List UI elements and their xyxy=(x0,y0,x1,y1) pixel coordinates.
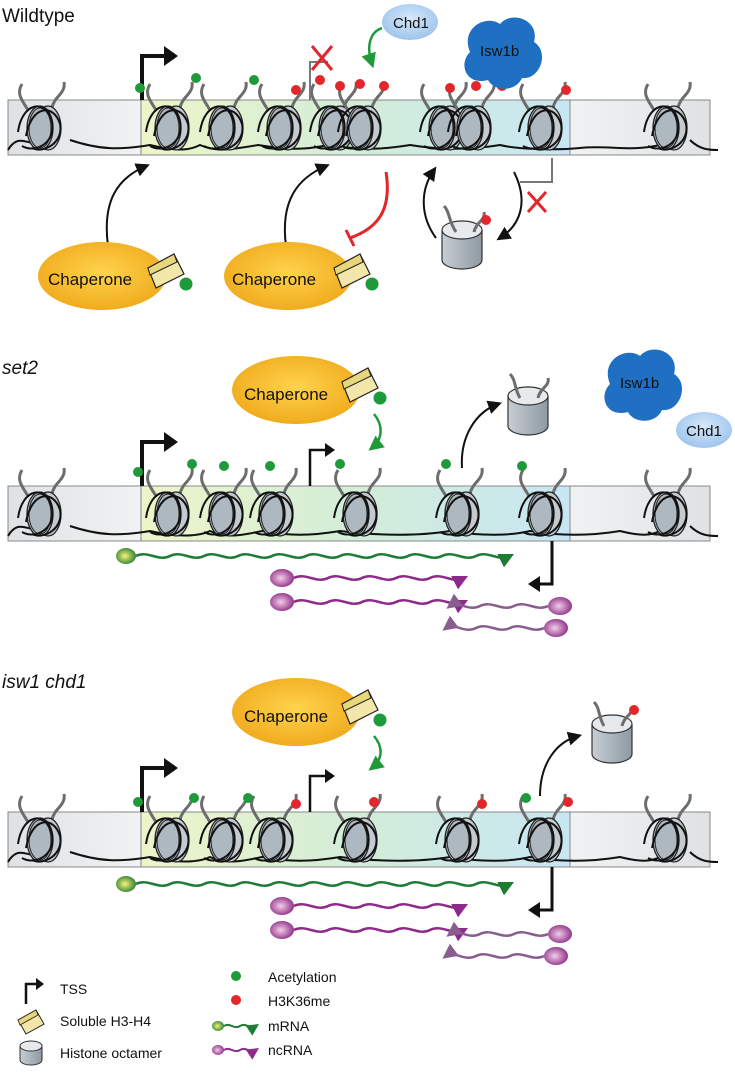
antisense-tss-arrow xyxy=(536,541,554,586)
svg-text:Chaperone: Chaperone xyxy=(48,270,132,289)
blocked-tss xyxy=(309,45,334,100)
return-arrow xyxy=(496,171,523,241)
acetylation-marks xyxy=(135,73,259,93)
svg-text:Isw1b: Isw1b xyxy=(620,375,659,392)
legend-label-h3k36me: H3K36me xyxy=(268,993,330,1009)
legend: TSS Soluble H3-H4 Histone octamer Acetyl… xyxy=(17,969,336,1066)
chd1-action-arrow xyxy=(361,26,383,69)
gene-region-right xyxy=(569,811,711,868)
isw1b-enzyme: Isw1b xyxy=(604,349,683,421)
ncrna-transcript xyxy=(270,593,469,614)
antisense-ncrna xyxy=(446,593,572,615)
soluble-h3-h4-icon xyxy=(17,1009,45,1035)
deposition-arrow xyxy=(105,163,150,247)
acetylation-marks xyxy=(133,793,531,807)
panel-title-wildtype: Wildtype xyxy=(2,6,75,27)
chd1-enzyme: Chd1 xyxy=(382,4,438,40)
h3k36me-marks xyxy=(291,797,573,809)
panel-title-set2: set2 xyxy=(2,358,38,379)
histone-octamer xyxy=(441,204,491,270)
legend-label-ncrna: ncRNA xyxy=(268,1042,313,1058)
acetylation-icon xyxy=(231,971,241,981)
legend-label-mrna: mRNA xyxy=(268,1018,310,1034)
deposition-arrow xyxy=(368,413,385,451)
ncrna-icon xyxy=(212,1045,259,1060)
blocked-path xyxy=(520,158,553,183)
ncrna-transcript xyxy=(270,921,469,942)
inhibition-arrow xyxy=(349,171,389,240)
eviction-arrow xyxy=(539,731,583,797)
chd1-enzyme: Chd1 xyxy=(676,412,732,448)
svg-text:Chd1: Chd1 xyxy=(393,15,429,32)
ncrna-transcript xyxy=(270,897,469,918)
chaperone-h3h4: Chaperone xyxy=(37,241,194,311)
histone-octamer-icon xyxy=(19,1040,43,1066)
svg-text:Chd1: Chd1 xyxy=(686,423,722,440)
legend-label-acetylation: Acetylation xyxy=(268,969,336,985)
svg-text:Chaperone: Chaperone xyxy=(232,270,316,289)
antisense-tss-arrow xyxy=(536,867,554,912)
mrna-transcript xyxy=(116,548,515,568)
gene-region-right xyxy=(569,485,711,542)
legend-label-soluble-h3-h4: Soluble H3-H4 xyxy=(60,1013,151,1029)
cryptic-tss-arrow xyxy=(308,441,337,488)
chaperone-h3h4: Chaperone xyxy=(231,677,388,747)
panel-title-isw1-chd1: isw1 chd1 xyxy=(2,672,87,693)
mrna-icon xyxy=(212,1021,259,1036)
svg-text:Chaperone: Chaperone xyxy=(244,385,328,404)
deposition-arrow xyxy=(368,735,385,771)
chaperone-h3h4: Chaperone xyxy=(223,241,380,311)
tss-icon xyxy=(24,978,44,1004)
histone-octamer xyxy=(507,372,550,436)
panel-set2: set2 Chaperone Isw xyxy=(2,349,732,637)
panel-isw1-chd1: isw1 chd1 Chaperone xyxy=(2,672,719,965)
histone-octamer xyxy=(591,700,639,764)
eviction-arrow xyxy=(422,166,437,239)
svg-text:Chaperone: Chaperone xyxy=(244,707,328,726)
cryptic-tss-arrow xyxy=(308,767,337,814)
legend-label-tss: TSS xyxy=(60,981,87,997)
inhibition-bar xyxy=(344,229,356,247)
blocked-cross xyxy=(526,190,548,214)
antisense-ncrna xyxy=(442,943,568,965)
svg-text:Isw1b: Isw1b xyxy=(480,43,519,60)
legend-label-histone-octamer: Histone octamer xyxy=(60,1045,162,1061)
isw1b-enzyme: Isw1b xyxy=(464,17,543,89)
ncrna-transcript xyxy=(270,569,469,590)
acetylation-marks xyxy=(133,459,527,477)
h3k36me-marks xyxy=(291,75,571,95)
panel-wildtype: Wildtype Chd1 xyxy=(2,4,719,311)
antisense-ncrna xyxy=(442,615,568,637)
chaperone-h3h4: Chaperone xyxy=(231,355,388,425)
mrna-transcript xyxy=(116,876,515,896)
antisense-tss-head xyxy=(528,902,540,918)
antisense-ncrna xyxy=(446,921,572,943)
deposition-arrow xyxy=(283,163,330,247)
antisense-tss-head xyxy=(528,576,540,592)
h3k36me-icon xyxy=(231,995,241,1005)
eviction-arrow xyxy=(460,400,502,469)
